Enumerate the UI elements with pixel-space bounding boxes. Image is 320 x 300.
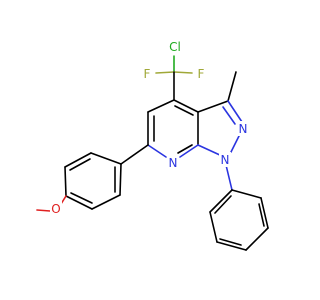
bond-ph-4 bbox=[216, 241, 247, 251]
bond-ph-5 bbox=[209, 211, 218, 243]
bond-ph-inner-2 bbox=[219, 238, 242, 246]
bond-ar-inner-1 bbox=[69, 158, 91, 171]
bond-ar-2 bbox=[64, 152, 92, 168]
pyridine-ring bbox=[147, 99, 199, 158]
bond-c4-c4a bbox=[173, 99, 199, 113]
bond-ph-2 bbox=[260, 197, 269, 229]
bond-n1-phenyl bbox=[225, 164, 233, 191]
bond-ph-1 bbox=[231, 189, 262, 199]
bond-ph-3 bbox=[245, 227, 269, 251]
bond-c7a-n7 bbox=[179, 144, 199, 158]
bond-c-f-left bbox=[155, 71, 175, 74]
bond-c-f-right bbox=[173, 71, 193, 74]
n-phenyl-ring bbox=[209, 189, 269, 251]
atom-nitrogen-pyrazole: N bbox=[239, 122, 248, 136]
bond-c4-c4a-inner bbox=[174, 105, 194, 116]
bond-ar-1 bbox=[90, 152, 122, 165]
atom-nitrogen-phenyl: N bbox=[221, 153, 230, 167]
atom-fluorine-left: F bbox=[144, 67, 151, 81]
chemical-structure: Cl F F N N N O bbox=[36, 38, 269, 251]
bond-n1-c7a bbox=[197, 144, 223, 157]
atom-oxygen: O bbox=[51, 202, 60, 216]
bond-c3-n2 bbox=[227, 100, 243, 123]
bond-o-methyl bbox=[36, 209, 51, 212]
bond-c4a-c3 bbox=[197, 100, 229, 113]
bond-c7a-n7-inner bbox=[177, 144, 193, 154]
atom-chlorine: Cl bbox=[169, 40, 181, 54]
bond-ph-inner-3 bbox=[214, 195, 232, 214]
bond-ph-6 bbox=[209, 189, 233, 213]
bond-c3-methyl bbox=[227, 71, 237, 102]
bond-ar-inner-2 bbox=[70, 192, 93, 204]
bond-ar-4 bbox=[65, 195, 93, 210]
bond-ph-inner-1 bbox=[258, 203, 265, 227]
chlorodifluoromethyl-group bbox=[155, 55, 193, 101]
bond-n2-n1 bbox=[230, 133, 241, 153]
bond-c3-n2-inner bbox=[222, 106, 236, 125]
atom-labels: Cl F F N N N O bbox=[50, 38, 249, 216]
pyrazole-ring bbox=[197, 71, 243, 191]
bond-ar-6 bbox=[119, 163, 122, 196]
bond-c5-c4 bbox=[147, 99, 175, 113]
bond-c6-aryl bbox=[120, 144, 149, 165]
atom-nitrogen-pyridine: N bbox=[169, 156, 178, 170]
bond-ar-3 bbox=[64, 166, 67, 197]
bond-n7-c6 bbox=[147, 144, 167, 158]
atom-fluorine-right: F bbox=[198, 67, 205, 81]
bond-ar-5 bbox=[91, 194, 121, 210]
